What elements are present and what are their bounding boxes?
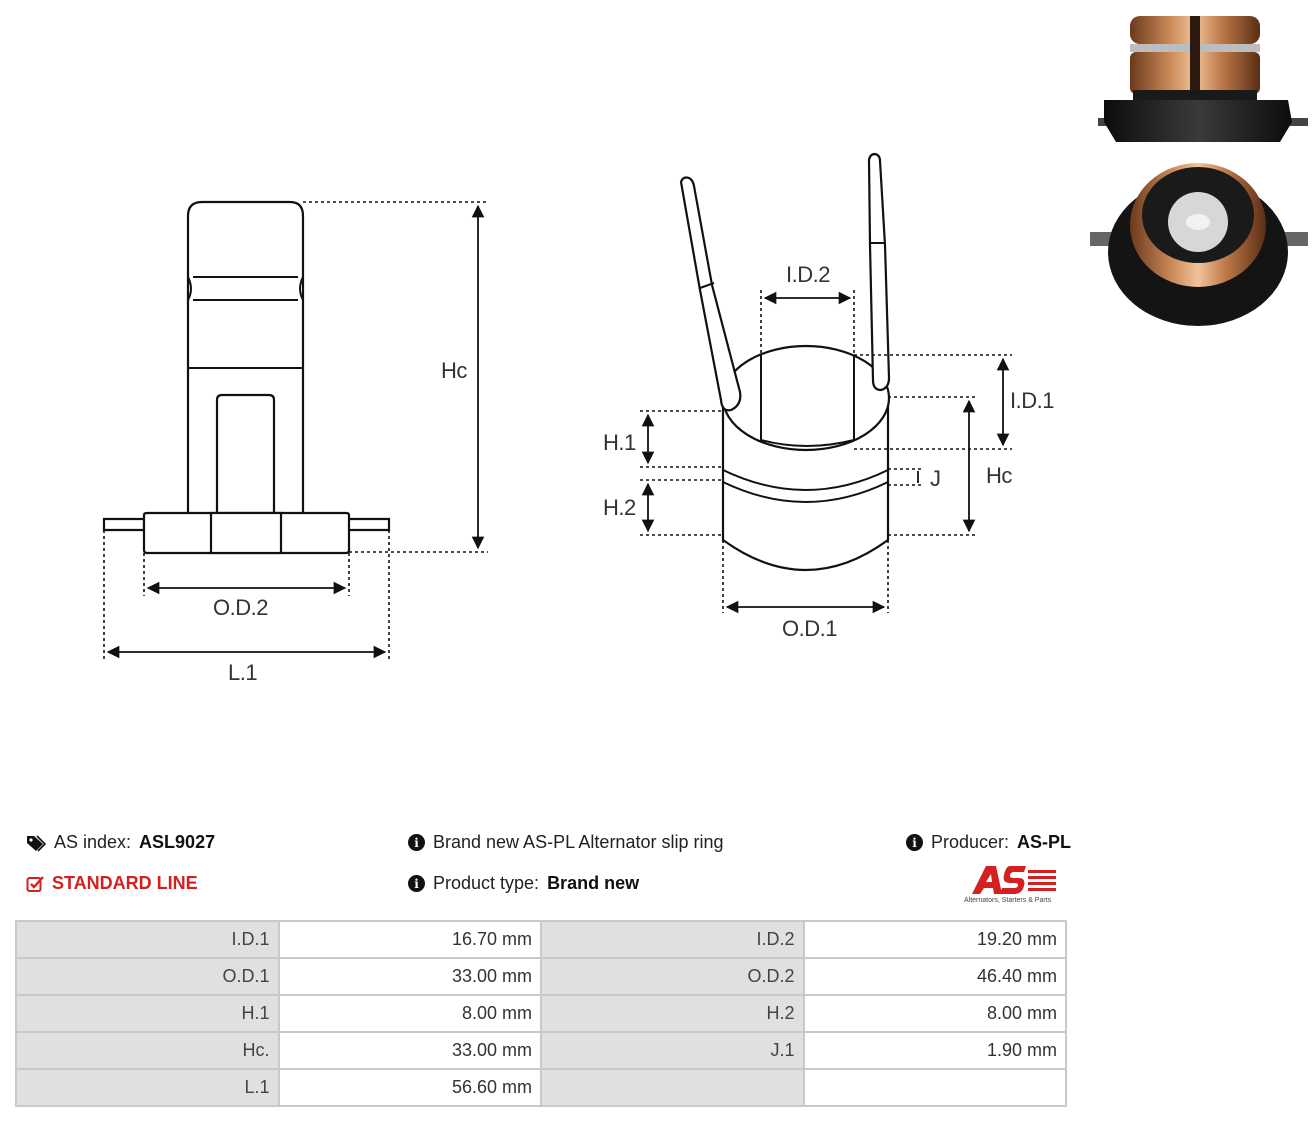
product-type-value: Brand new	[547, 873, 640, 893]
spec-label: H.2	[540, 994, 805, 1033]
spec-value: 8.00 mm	[277, 994, 542, 1033]
spec-value: 1.90 mm	[802, 1031, 1067, 1070]
dim-label-l1: L.1	[228, 660, 257, 685]
spec-value: 46.40 mm	[802, 957, 1067, 996]
dim-label-od1: O.D.1	[782, 616, 837, 641]
description-text: Brand new AS-PL Alternator slip ring	[433, 832, 724, 852]
as-index-value: ASL9027	[139, 832, 216, 852]
table-row: O.D.1 33.00 mm O.D.2 46.40 mm	[15, 957, 1067, 996]
spec-value	[802, 1068, 1067, 1107]
table-row: H.1 8.00 mm H.2 8.00 mm	[15, 994, 1067, 1033]
spec-value: 33.00 mm	[277, 1031, 542, 1070]
dim-label-id2: I.D.2	[786, 262, 830, 287]
tag-icon	[27, 834, 46, 852]
as-index-row: AS index: ASL9027	[26, 832, 215, 853]
side-view: Hc O.D.2 L.1	[102, 200, 488, 685]
info-icon: i	[906, 834, 923, 851]
spec-value: 8.00 mm	[802, 994, 1067, 1033]
as-pl-logo: Alternators, Starters & Parts	[964, 864, 1068, 908]
table-row: Hc. 33.00 mm J.1 1.90 mm	[15, 1031, 1067, 1070]
dim-label-hc-right: Hc	[986, 463, 1012, 488]
info-icon: i	[408, 875, 425, 892]
perspective-view: I.D.2 I.D.1 H.1 H.2 J Hc O.D.1	[603, 152, 1055, 641]
technical-drawing: Hc O.D.2 L.1 I.D.2 I.D.1 H.1	[102, 16, 1308, 685]
dim-label-j: J	[930, 466, 941, 491]
description-row: i Brand new AS-PL Alternator slip ring	[408, 832, 724, 853]
table-row: L.1 56.60 mm	[15, 1068, 1067, 1107]
table-row: I.D.1 16.70 mm I.D.2 19.20 mm	[15, 920, 1067, 959]
spec-label	[540, 1068, 805, 1107]
specs-table: I.D.1 16.70 mm I.D.2 19.20 mm O.D.1 33.0…	[15, 920, 1067, 1107]
dim-label-hc-left: Hc	[441, 358, 467, 383]
spec-label: H.1	[15, 994, 280, 1033]
check-square-icon	[26, 875, 44, 892]
producer-row: i Producer: AS-PL	[906, 832, 1071, 853]
product-photo-top	[1090, 163, 1308, 326]
spec-value: 16.70 mm	[277, 920, 542, 959]
spec-label: O.D.1	[15, 957, 280, 996]
producer-value: AS-PL	[1017, 832, 1072, 852]
dim-label-h2: H.2	[603, 495, 636, 520]
info-icon: i	[408, 834, 425, 851]
standard-line-label: STANDARD LINE	[52, 873, 198, 893]
product-type-row: i Product type: Brand new	[408, 873, 639, 894]
spec-label: I.D.2	[540, 920, 805, 959]
spec-value: 56.60 mm	[277, 1068, 542, 1107]
dim-label-h1: H.1	[603, 430, 636, 455]
logo-mark	[972, 866, 1056, 894]
spec-label: J.1	[540, 1031, 805, 1070]
spec-label: L.1	[15, 1068, 280, 1107]
dim-label-od2: O.D.2	[213, 595, 268, 620]
product-type-label: Product type:	[433, 873, 540, 893]
producer-label: Producer:	[931, 832, 1010, 852]
as-index-label: AS index:	[54, 832, 132, 852]
spec-label: O.D.2	[540, 957, 805, 996]
spec-label: Hc.	[15, 1031, 280, 1070]
spec-label: I.D.1	[15, 920, 280, 959]
line-row: STANDARD LINE	[26, 873, 198, 894]
product-photo-side	[1098, 16, 1308, 142]
spec-value: 19.20 mm	[802, 920, 1067, 959]
logo-tagline: Alternators, Starters & Parts	[964, 897, 1052, 904]
spec-value: 33.00 mm	[277, 957, 542, 996]
dim-label-id1: I.D.1	[1010, 388, 1054, 413]
